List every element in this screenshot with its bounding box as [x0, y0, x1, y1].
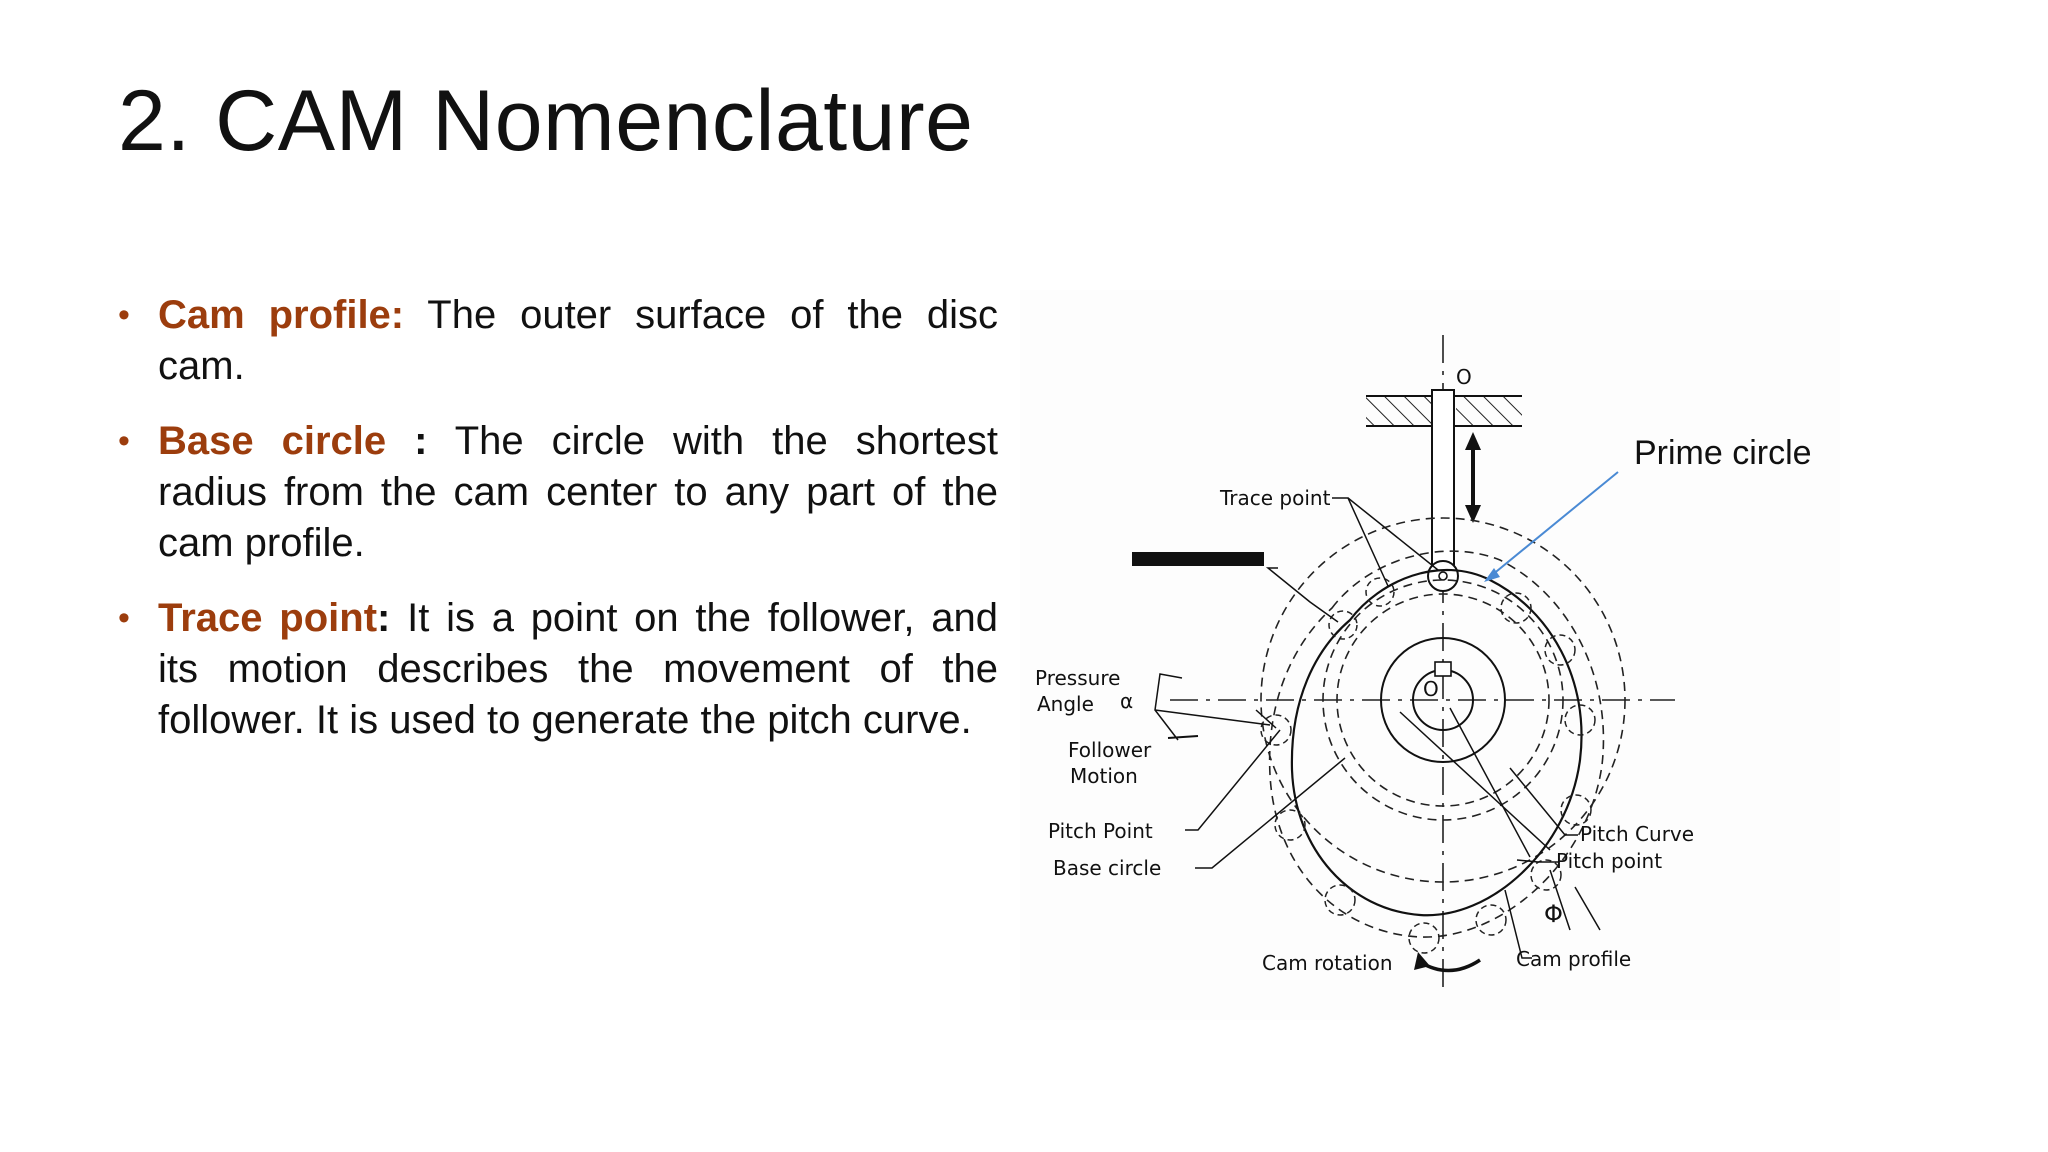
bullet-separator: :	[386, 419, 428, 463]
prime-circle	[1322, 579, 1564, 821]
bullet-term: Cam profile:	[158, 293, 405, 337]
bullet-list: • Cam profile: The outer surface of the …	[118, 290, 998, 770]
arrow-head-up-icon	[1465, 432, 1481, 450]
follower-motion-small-arrow	[1167, 735, 1199, 739]
roller-positions	[1260, 577, 1596, 954]
leader-lines	[1154, 497, 1601, 959]
label-center-cam: O	[1423, 677, 1439, 701]
cam-hub-outer	[1380, 637, 1506, 763]
label-alpha: α	[1120, 689, 1133, 713]
label-pitch-point-right: Pitch point	[1556, 849, 1662, 873]
follower-pin	[1438, 571, 1448, 581]
prime-circle-callout-label: Prime circle	[1634, 434, 1812, 472]
cam-diagram: O O Trace point Pressure Angle α Followe…	[1020, 290, 1840, 1020]
slide-title: 2. CAM Nomenclature	[118, 73, 974, 169]
bullet-dot-icon: •	[118, 296, 130, 334]
rotation-arrow-head-icon	[1414, 952, 1430, 970]
prime-circle-callout-arrow	[1485, 471, 1619, 581]
label-pitch-point-left: Pitch Point	[1048, 819, 1153, 843]
bullet-text: The outer surface of the disc cam.	[158, 293, 999, 388]
label-cam-profile: Cam profile	[1516, 947, 1631, 971]
follower-stem	[1431, 389, 1455, 576]
callout-arrow-head-icon	[1484, 568, 1500, 582]
label-trace-point: Trace point	[1219, 486, 1331, 510]
redacted-prime-circle-label	[1132, 552, 1264, 566]
bullet-term: Base circle	[158, 419, 387, 463]
bullet-separator: :	[377, 596, 391, 640]
base-circle	[1336, 593, 1550, 807]
label-center-top: O	[1456, 365, 1472, 389]
arrow-head-down-icon	[1465, 505, 1481, 523]
bullet-text: It is a point on the follower, and its m…	[158, 596, 998, 742]
bullet-dot-icon: •	[118, 422, 130, 460]
bullet-term: Trace point	[158, 596, 378, 640]
label-pitch-curve: Pitch Curve	[1580, 822, 1694, 846]
bullet-base-circle: • Base circle : The circle with the shor…	[118, 416, 998, 569]
guide-hatch-right	[1456, 396, 1522, 426]
cam-profile-curve	[1290, 568, 1583, 917]
cam-keyway	[1434, 661, 1452, 677]
bullet-trace-point: • Trace point: It is a point on the foll…	[118, 593, 998, 746]
label-base-circle: Base circle	[1053, 856, 1161, 880]
label-follower-motion-2: Motion	[1070, 764, 1138, 788]
pitch-curve	[1268, 550, 1605, 938]
guide-hatch-left	[1366, 396, 1432, 426]
outer-dashed-circle	[1260, 517, 1626, 883]
label-pressure-angle-1: Pressure	[1035, 666, 1120, 690]
label-cam-rotation: Cam rotation	[1262, 951, 1393, 975]
label-follower-motion-1: Follower	[1068, 738, 1152, 762]
bullet-text: The circle with the shortest radius from…	[158, 419, 998, 565]
label-phi: Φ	[1544, 900, 1563, 928]
bullet-dot-icon: •	[118, 599, 130, 637]
bullet-cam-profile: • Cam profile: The outer surface of the …	[118, 290, 998, 392]
cam-diagram-svg: O O Trace point Pressure Angle α Followe…	[1035, 335, 1694, 990]
label-pressure-angle-2: Angle	[1037, 692, 1094, 716]
